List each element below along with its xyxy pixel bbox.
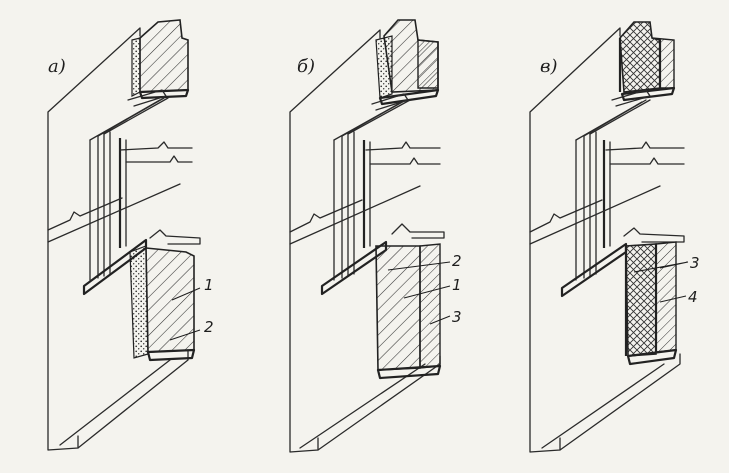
lintel-a — [131, 19, 190, 100]
callout-1-a: 1 — [204, 276, 214, 294]
window-frame-c — [575, 99, 651, 281]
wall-block-c — [624, 241, 678, 366]
lintel-c — [618, 21, 676, 102]
callout-1-b: 1 — [452, 276, 462, 294]
window-frame-a — [89, 97, 169, 281]
break-line-a — [47, 141, 193, 243]
wall-block-b — [375, 243, 442, 380]
figure-c-label: в) — [540, 56, 558, 77]
window-frame-b — [333, 99, 411, 281]
lintel-b — [375, 19, 440, 106]
callout-2-a: 2 — [204, 318, 214, 336]
figure-b-label: б) — [297, 56, 315, 77]
break-line-b — [289, 141, 441, 245]
break-line-c — [529, 141, 685, 245]
callout-3-b: 3 — [452, 308, 462, 326]
callout-4-c: 4 — [688, 288, 698, 306]
figure-b: б) 2 1 3 — [289, 19, 462, 453]
wall-block-a — [129, 245, 196, 362]
figure-a: а) 1 — [47, 19, 214, 451]
figure-a-label: а) — [48, 56, 66, 77]
callout-2-b: 2 — [452, 252, 462, 270]
callout-3-c: 3 — [690, 254, 700, 272]
figure-c: в) 3 4 — [529, 21, 700, 453]
